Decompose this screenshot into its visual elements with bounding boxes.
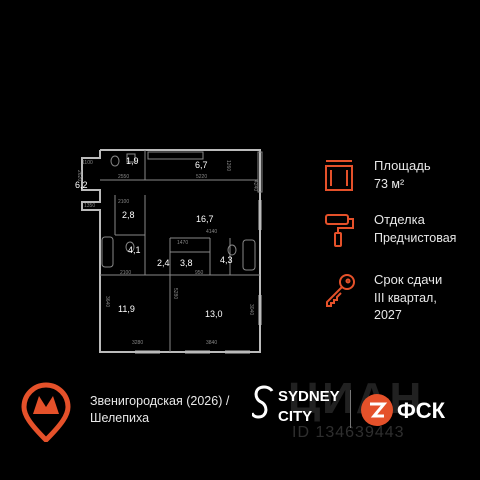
dimension-label: 3280: [132, 340, 143, 346]
dimension-label: 2550: [118, 174, 129, 180]
room-area: 4,3: [220, 255, 233, 265]
dimension-label: 1470: [177, 240, 188, 246]
area-icon: [325, 160, 353, 191]
toilet-icon: [125, 241, 135, 253]
fsk-logo: ФСК: [361, 394, 446, 426]
room-area: 1,9: [126, 156, 139, 166]
paint-roller-icon: [325, 214, 354, 247]
dimension-label: 3040: [248, 304, 254, 315]
toilet-icon: [227, 244, 237, 256]
room-area: 6,2: [75, 180, 88, 190]
dimension-label: 950: [195, 270, 204, 276]
deadline-year: 2027: [374, 308, 402, 322]
area-label: Площадь: [374, 158, 431, 173]
radiator: [257, 151, 263, 193]
dimension-label: 5220: [196, 174, 207, 180]
area-value: 73 м²: [374, 177, 405, 191]
room-area: 6,7: [195, 160, 208, 170]
sink-icon: [126, 153, 136, 163]
toilet-icon: [110, 155, 120, 167]
room-area: 2,4: [157, 258, 170, 268]
dimension-label: 4140: [206, 229, 217, 235]
dimension-label: 1260: [225, 160, 231, 171]
dimension-label: 1100: [82, 160, 93, 166]
deadline-label: Срок сдачи: [374, 272, 443, 287]
floor-plan: 1,9 6,7 6,2 2,8 16,7 4,1 2,4 3,8 4,3 11,…: [75, 149, 263, 354]
dimension-label: 2620: [76, 170, 82, 181]
sydney-text: SYDNEY: [278, 388, 340, 405]
room-area: 2,8: [122, 210, 135, 220]
finish-label: Отделка: [374, 212, 425, 227]
key-icon: [326, 274, 355, 307]
room-area: 13,0: [205, 309, 223, 319]
room-area: 11,9: [118, 304, 135, 314]
watermark-text: ЦИАН: [288, 374, 424, 423]
dimension-label: 2100: [118, 199, 129, 205]
deadline-quarter: III квартал,: [374, 291, 437, 305]
dimension-label: 3840: [206, 340, 217, 346]
dimension-label: 2100: [120, 270, 131, 276]
kitchen-counter: [147, 151, 204, 160]
metro-station-line2: Шелепиха: [90, 411, 150, 425]
dimension-label: 4240: [252, 180, 258, 191]
sydney-city-logo: SYDNEY CITY: [252, 385, 340, 425]
metro-stations: Звенигородская (2026) / Шелепиха: [90, 393, 229, 427]
city-text: CITY: [278, 408, 312, 425]
dimension-label: 5280: [172, 288, 178, 299]
bathtub-icon: [242, 239, 256, 271]
dimension-label: 3640: [104, 296, 110, 307]
deadline-value: III квартал, 2027: [374, 290, 437, 324]
bathtub-icon: [101, 236, 114, 268]
metro-icon: [21, 382, 71, 442]
room-area: 3,8: [180, 258, 193, 268]
outer-wall: [81, 149, 261, 353]
logo-divider: [350, 390, 351, 428]
dimension-label: 1350: [84, 203, 95, 209]
watermark-id: ID 134639443: [292, 424, 405, 441]
metro-station-line1: Звенигородская (2026) /: [90, 394, 230, 408]
finish-value: Предчистовая: [374, 231, 457, 245]
room-area: 16,7: [196, 214, 214, 224]
room-area: 4,1: [128, 245, 141, 255]
fsk-text: ФСК: [397, 398, 446, 423]
